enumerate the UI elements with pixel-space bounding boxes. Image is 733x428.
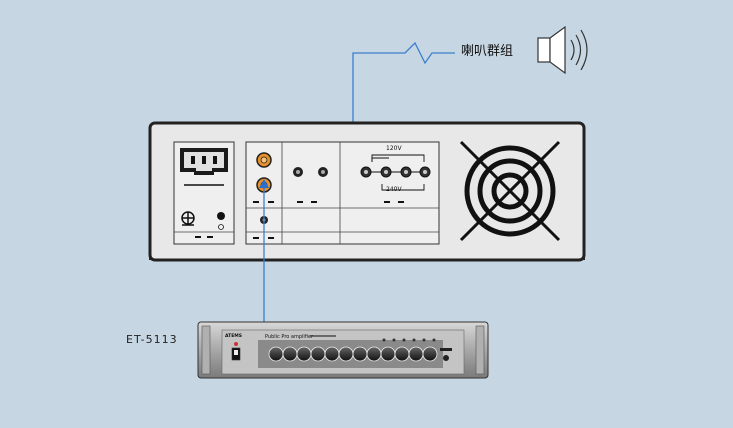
preamp-panel-text: Public Pro amplifier — [265, 334, 314, 340]
input-connector-1 — [256, 152, 272, 168]
output-post-1 — [293, 167, 303, 177]
pre-amplifier: ATEMS Public Pro amplifier — [197, 321, 489, 379]
fan-grille-icon — [459, 140, 561, 242]
output-post-2 — [318, 167, 328, 177]
ground-screw-icon — [181, 211, 195, 226]
power-switch — [231, 342, 241, 361]
headphone-jack — [440, 348, 452, 361]
preamp-knobs — [268, 346, 438, 362]
io-section: 120V 240V — [245, 141, 440, 245]
speaker-group: 喇叭群组 — [461, 25, 588, 75]
tap-terminal-1 — [360, 166, 372, 178]
speaker-group-label: 喇叭群组 — [461, 44, 513, 59]
ac-inlet-icon — [180, 148, 228, 175]
speaker-icon — [537, 25, 588, 75]
amplifier-rear-panel: 120V 240V — [148, 121, 586, 262]
voltage-label-bottom: 240V — [386, 186, 402, 193]
tap-terminal-2 — [380, 166, 392, 178]
ground-terminal-icon — [217, 212, 225, 230]
voltage-label-top: 120V — [386, 145, 402, 152]
indicator-leds — [382, 338, 436, 342]
preamp-brand: ATEMS — [225, 333, 242, 339]
power-section — [173, 141, 235, 245]
signal-arrow-icon — [259, 179, 269, 188]
voltage-taps: 120V 240V — [360, 145, 431, 203]
tap-terminal-4 — [419, 166, 431, 178]
tap-terminal-3 — [400, 166, 412, 178]
preamp-model-label: ET-5113 — [126, 333, 178, 346]
